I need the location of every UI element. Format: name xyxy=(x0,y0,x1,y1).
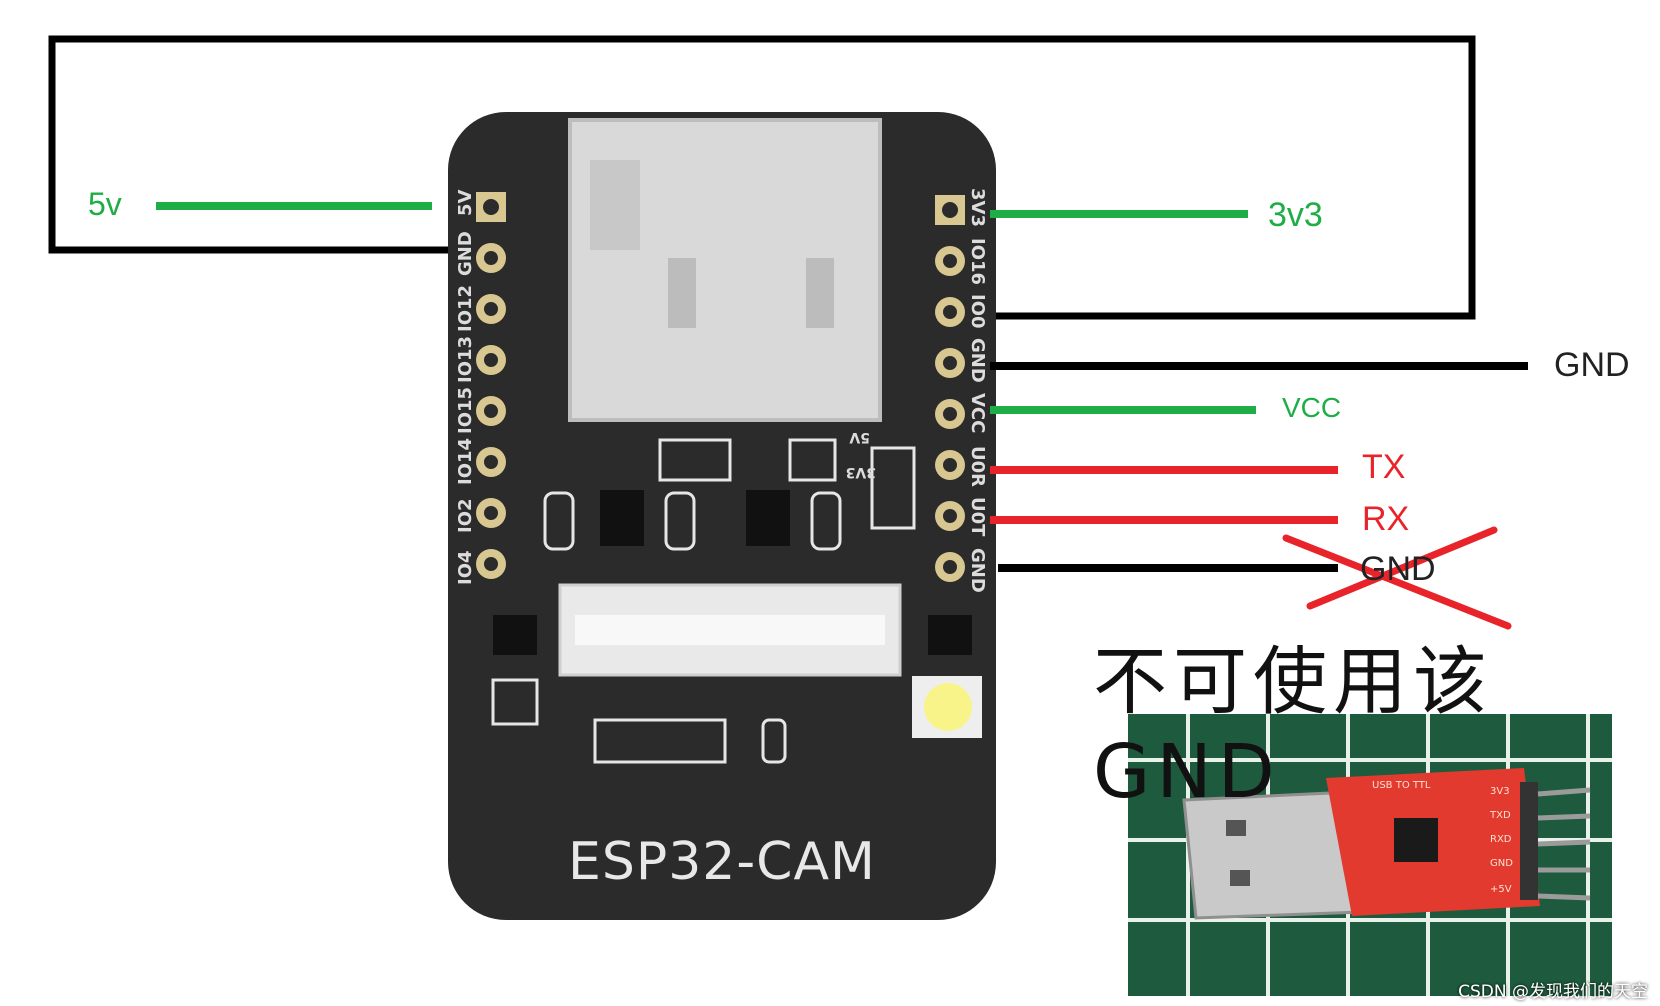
pin-label-io13: IO13 xyxy=(455,335,476,383)
left-header-pins xyxy=(476,192,506,579)
module-pin-gnd: GND xyxy=(1490,858,1513,869)
cross-out-mark xyxy=(1282,526,1512,630)
pin-label-u0t: U0T xyxy=(967,497,988,537)
pin-label-gnd-left: GND xyxy=(455,231,476,276)
usb-ttl-module-photo xyxy=(1128,714,1612,996)
pin-label-io12: IO12 xyxy=(455,284,476,332)
pin-label-gnd-right-2: GND xyxy=(967,548,988,593)
pin-label-io14: IO14 xyxy=(455,437,476,485)
module-name: USB TO TTL xyxy=(1372,780,1431,791)
loop-wire-gnd-io0 xyxy=(48,35,1476,320)
pin-label-u0r: U0R xyxy=(967,446,988,488)
board-title: ESP32-CAM xyxy=(568,832,876,892)
pin-label-io16: IO16 xyxy=(967,238,988,286)
pin-label-gnd-right: GND xyxy=(967,338,988,383)
right-header-pins xyxy=(935,195,965,582)
esp32-cam-board xyxy=(448,112,996,920)
pin-label-vcc: VCC xyxy=(967,393,988,434)
module-pin-3v3: 3V3 xyxy=(1490,786,1510,797)
pin-label-io0: IO0 xyxy=(967,294,988,329)
module-pin-txd: TXD xyxy=(1490,810,1511,821)
pin-label-3v3: 3V3 xyxy=(967,188,988,227)
module-pin-5v: +5V xyxy=(1490,884,1512,895)
pin-label-io15: IO15 xyxy=(455,386,476,434)
label-gnd: GND xyxy=(1554,346,1630,384)
watermark: CSDN @发现我们的天空 xyxy=(1458,982,1648,1002)
label-3v3: 3v3 xyxy=(1268,196,1323,234)
module-pin-rxd: RXD xyxy=(1490,834,1512,845)
jumper-label-5v: 5V xyxy=(849,429,870,445)
label-gnd-crossed: GND xyxy=(1360,550,1436,588)
pin-label-io2: IO2 xyxy=(455,498,476,533)
jumper-label-3v3: 3V3 xyxy=(845,464,876,480)
label-rx: RX xyxy=(1362,500,1410,538)
label-vcc: VCC xyxy=(1282,392,1342,423)
pin-label-io4: IO4 xyxy=(455,550,476,585)
label-tx: TX xyxy=(1362,448,1406,486)
label-5v: 5v xyxy=(88,186,122,222)
pin-label-5v: 5V xyxy=(455,189,476,216)
warning-text: 不可使用该GND xyxy=(1093,639,1493,815)
